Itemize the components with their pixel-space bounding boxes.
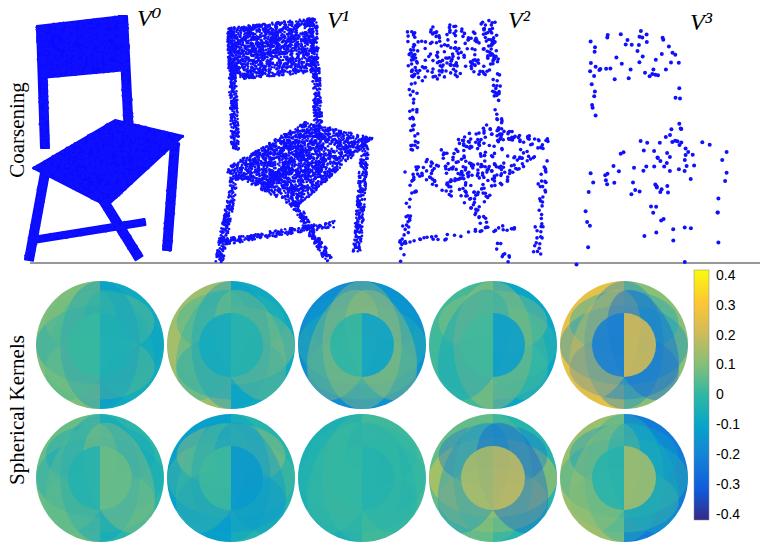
figure: V⁰V¹V²V³CoarseningSpherical Kernels0.40.… [0,0,760,550]
